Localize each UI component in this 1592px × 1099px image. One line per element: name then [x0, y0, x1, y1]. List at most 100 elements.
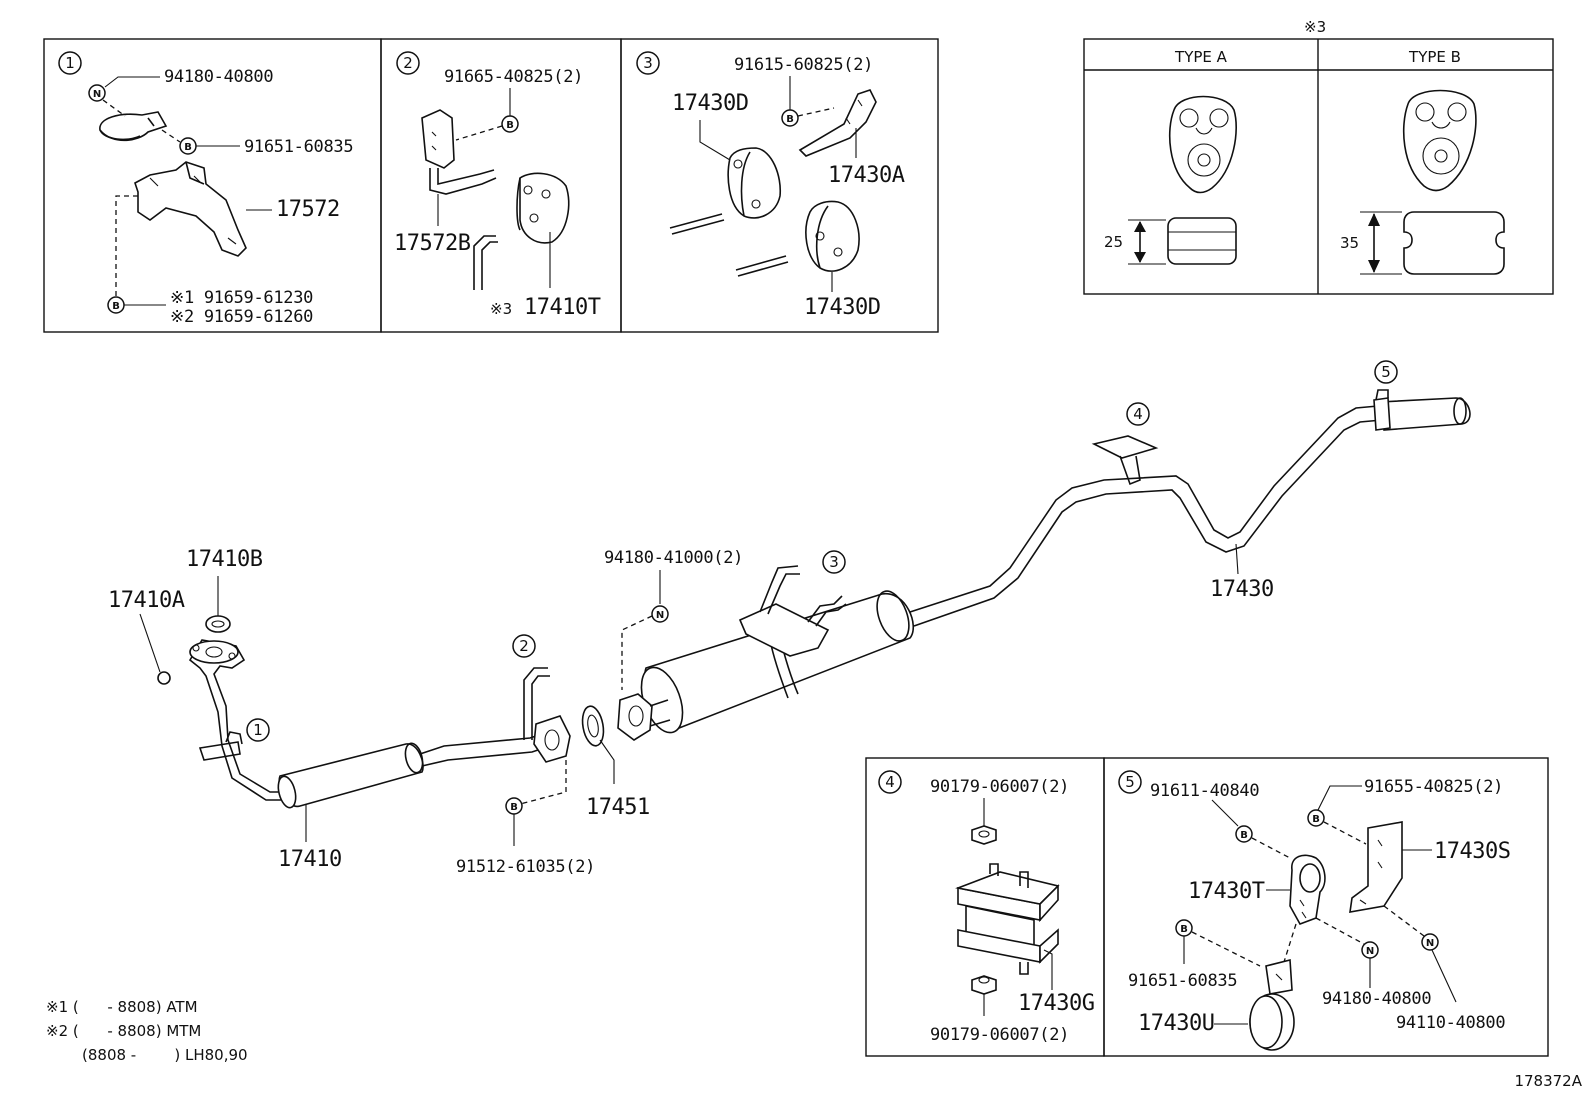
dash-line [1283, 923, 1297, 963]
mount-17430g-drawing [1039, 884, 1059, 923]
type-a-rubber-front [1168, 95, 1237, 194]
dash-line [115, 195, 138, 296]
inset-1-badge [58, 51, 82, 75]
type-b-label: TYPE B [1408, 48, 1461, 66]
nut-17410a-drawing [157, 671, 171, 685]
mount-17430d-drawing [740, 151, 751, 217]
type-a-hole [1187, 143, 1221, 177]
part-17430t: 17430T [1188, 879, 1265, 904]
bracket-17430s-drawing [1359, 839, 1383, 905]
nut-marker-label: N [656, 610, 664, 621]
type-b-detail [1431, 121, 1451, 129]
muffler-hanger-rod [807, 595, 847, 627]
nut-drawing [978, 976, 990, 984]
dash-line [797, 107, 835, 117]
bolt-marker [501, 115, 519, 133]
hanger-17430t-drawing [1289, 854, 1326, 925]
leader-line [1317, 785, 1362, 811]
part-17410a: 17410A [108, 588, 185, 613]
part-91512-61035: 91512-61035(2) [456, 857, 595, 877]
bolt-marker [1307, 809, 1325, 827]
rubber-hole [523, 185, 533, 195]
footnotes: ※1 ( - 8808) ATM ※2 ( - 8808) MTM (8808 … [46, 998, 248, 1064]
tail-pipe-mount [1119, 455, 1141, 486]
dimension-arrowheads [1134, 221, 1146, 263]
mount-hole [833, 247, 843, 257]
gasket-17410b-drawing [205, 615, 231, 633]
badge-3-num: 3 [829, 553, 839, 571]
hanger-17430t-drawing [1299, 863, 1321, 893]
nut-marker-label: N [93, 89, 101, 100]
inset-4-badge-num: 4 [885, 773, 895, 791]
inset-4-badge [878, 770, 902, 794]
bracket-17572b-drawing [429, 168, 497, 195]
part-94110-40800: 94110-40800 [1396, 1013, 1505, 1033]
front-pipe-flange-hole [205, 646, 223, 658]
type-b-rubber-front [1402, 89, 1477, 192]
mid-pipe-flange [533, 715, 571, 763]
mount-hole [733, 159, 743, 169]
tail-pipe-drawing [913, 419, 1383, 627]
inset-5-box: 5 91611-40840 B 91655-40825(2) B 17430S … [1103, 757, 1549, 1057]
mid-pipe-drawing [421, 745, 551, 767]
bolt-marker-label: B [506, 120, 514, 131]
badge-5 [1374, 360, 1398, 384]
badge-4-num: 4 [1133, 405, 1143, 423]
mount-hole [815, 231, 825, 241]
part-17430d-top: 17430D [672, 91, 748, 116]
part-91651-60835-i5: 91651-60835 [1128, 971, 1237, 991]
main-exhaust-assembly: 17410B 17410A 1 17410 2 B 91512-61035(2) [108, 360, 1471, 877]
flange-bolt-hole [192, 644, 200, 652]
leader-line [1431, 949, 1457, 1003]
bolt-marker [781, 109, 799, 127]
inset-2-box: 2 91665-40825(2) B 17572B ※3 17410T [380, 38, 622, 333]
hanger-17430t-drawing [1299, 899, 1307, 919]
mount-stud [1019, 962, 1029, 975]
leader-line [699, 120, 731, 161]
part-94180-40800: 94180-40800 [164, 67, 273, 87]
pipe-clamp-drawing [225, 731, 243, 745]
dash-line [1315, 917, 1365, 945]
rubber-hole [529, 213, 539, 223]
clamp-drawing [147, 117, 155, 127]
bolt-marker-label: B [1240, 830, 1248, 841]
mount-stud [1019, 871, 1029, 888]
mount-17430d-drawing [727, 147, 782, 219]
leader-line [1043, 949, 1053, 990]
part-17430d-bottom: 17430D [804, 295, 880, 320]
type-a-detail [1195, 127, 1213, 135]
mid-hanger-rod [523, 667, 548, 740]
type-a-rubber-side [1167, 217, 1237, 265]
bracket-17572b-drawing [421, 109, 455, 169]
bracket-17430s-drawing [1349, 821, 1403, 913]
part-90179-06007-bottom: 90179-06007(2) [930, 1025, 1069, 1045]
type-a-label: TYPE A [1174, 48, 1228, 66]
inset-3-badge [636, 51, 660, 75]
pipe-clamp-drawing [198, 741, 241, 761]
type-b-rubber-side [1403, 211, 1505, 275]
front-pipe-drawing [188, 649, 286, 801]
inset-3-box: 3 91615-60825(2) B 17430D 17430A 17430D [620, 38, 939, 333]
badge-2-num: 2 [519, 637, 529, 655]
badge-1-num: 1 [253, 721, 263, 739]
note-3: (8808 - ) LH80,90 [82, 1046, 248, 1064]
mid-hanger-rod [531, 675, 550, 740]
type-comparison-box: ※3 TYPE A TYPE B 25 35 [1083, 18, 1554, 295]
dash-line [455, 125, 503, 141]
nut-marker [651, 605, 669, 623]
muffler-inlet-pipe [649, 699, 671, 727]
badge-4 [1126, 402, 1150, 426]
type-b-hole [1422, 137, 1460, 175]
part-17410b: 17410B [186, 547, 263, 572]
nut-drawing [971, 825, 997, 845]
part-91665-40825: 91665-40825(2) [444, 67, 583, 87]
muffler-hanger-rod [759, 565, 800, 615]
front-muffler-end [404, 742, 424, 774]
type-b-dimension: 35 [1340, 234, 1359, 252]
part-17572: 17572 [276, 197, 340, 222]
front-muffler-end [277, 775, 297, 809]
inset-2-badge [396, 51, 420, 75]
muffler-inlet-flange [617, 693, 653, 741]
badge-5-num: 5 [1381, 363, 1391, 381]
bracket-17572-drawing [134, 161, 247, 257]
